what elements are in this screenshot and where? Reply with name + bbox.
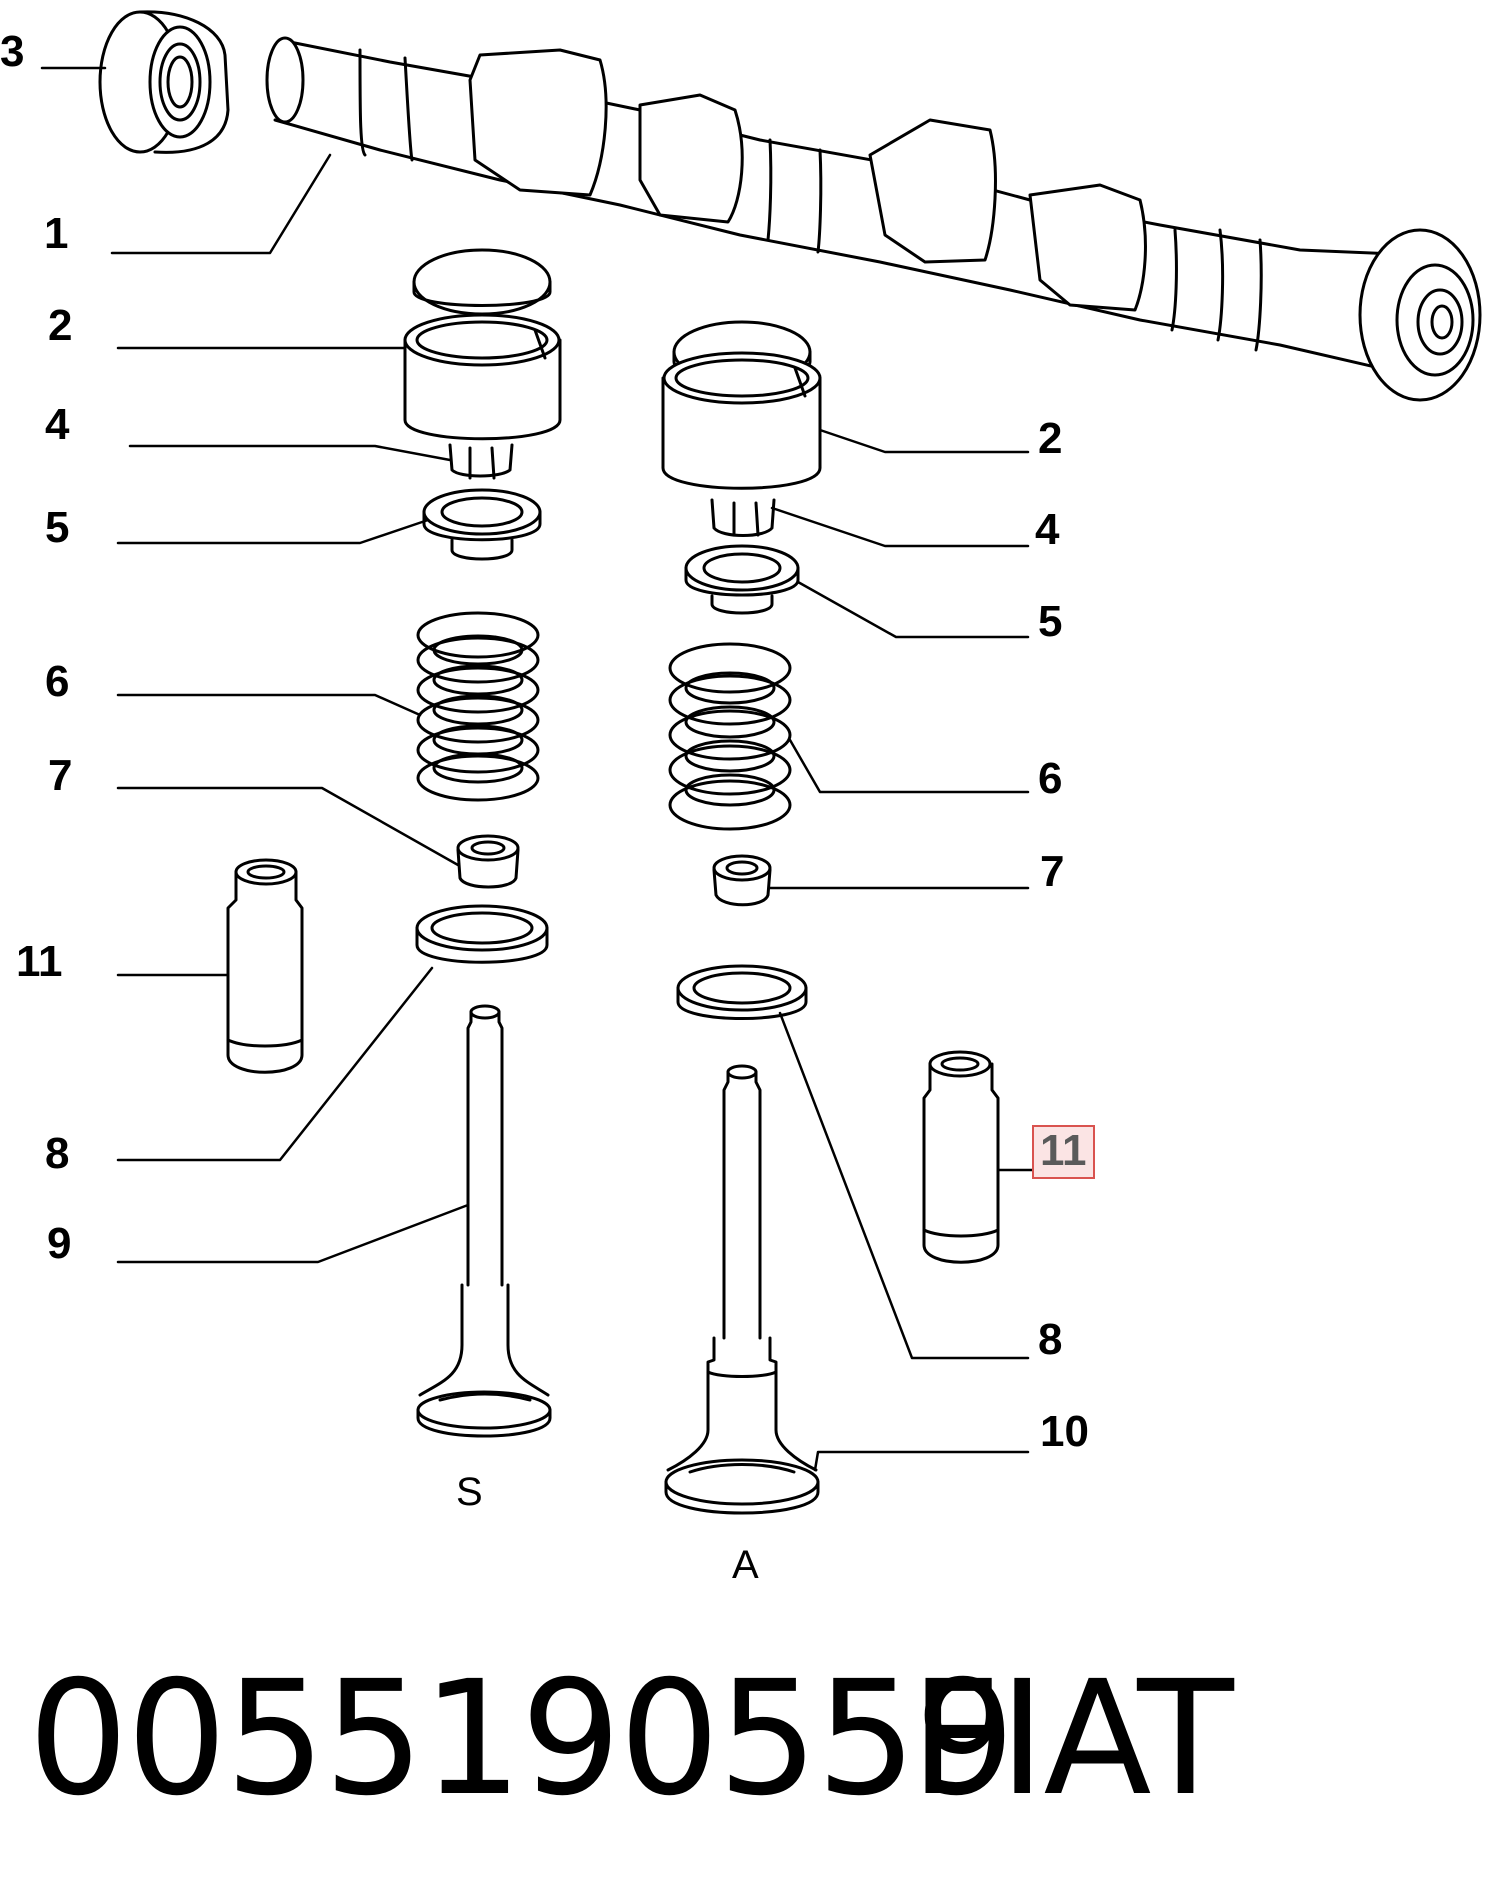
right-valve-stack [661,320,822,1515]
part-1-camshaft [265,36,1482,402]
callout-3: 3 [0,27,25,76]
callout-2-right: 2 [1038,414,1063,463]
callout-1: 1 [44,209,69,258]
callout-8-left: 8 [45,1129,70,1178]
right-valve-guide [922,1050,1000,1264]
intake-valve-label: S [456,1470,483,1514]
callout-7-right: 7 [1040,847,1065,896]
callout-6-left: 6 [45,657,70,706]
callout-2-left: 2 [48,301,73,350]
leader-lines [40,66,1034,1472]
callout-7-left: 7 [48,751,73,800]
callout-10: 10 [1040,1407,1089,1456]
callout-5-right: 5 [1038,597,1063,646]
callout-6-right: 6 [1038,754,1063,803]
callout-9: 9 [47,1219,72,1268]
callout-11-left: 11 [16,937,63,986]
exhaust-valve-label: A [732,1543,759,1587]
callout-4-left: 4 [45,400,70,449]
callout-11-right: 11 [1032,1125,1095,1179]
callout-8-right: 8 [1038,1315,1063,1364]
part-3-seal [98,10,230,154]
brand-name: FIAT [910,1647,1234,1831]
left-valve-guide [226,858,304,1074]
callout-5-left: 5 [45,503,70,552]
left-valve-stack [403,248,562,1438]
part-number: 0055190559 [28,1647,1015,1831]
callout-4-right: 4 [1035,505,1060,554]
